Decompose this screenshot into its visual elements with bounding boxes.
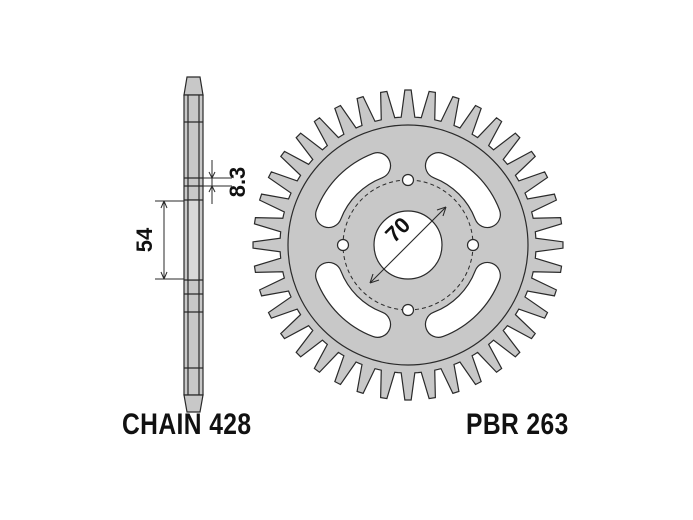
dim-hub-offset <box>203 160 232 204</box>
profile-bottom-tooth <box>183 394 204 413</box>
profile-top-tooth <box>183 76 204 96</box>
dim-hub-width <box>155 200 184 280</box>
side-profile-view <box>183 76 204 413</box>
sprocket-front-view: 70 <box>252 89 564 401</box>
sprocket-root-circle <box>287 124 529 366</box>
lightening-slot <box>315 261 392 338</box>
part-number-label: PBR 263 <box>466 408 569 441</box>
lightening-slot <box>424 152 501 229</box>
chain-size-label: CHAIN 428 <box>122 408 252 441</box>
dim-bolt-circle <box>369 206 447 284</box>
dim-hub-offset-label: 8.3 <box>225 167 250 198</box>
bolt-hole <box>336 238 350 252</box>
profile-hub-face <box>187 199 200 281</box>
lightening-slot <box>424 261 501 338</box>
bolt-hole <box>466 238 480 252</box>
lightening-slots <box>315 152 501 338</box>
bolt-holes <box>336 173 480 317</box>
bolt-hole <box>401 303 415 317</box>
dim-hub-width-label: 54 <box>132 227 157 252</box>
bolt-hole <box>401 173 415 187</box>
lightening-slot <box>315 152 392 229</box>
